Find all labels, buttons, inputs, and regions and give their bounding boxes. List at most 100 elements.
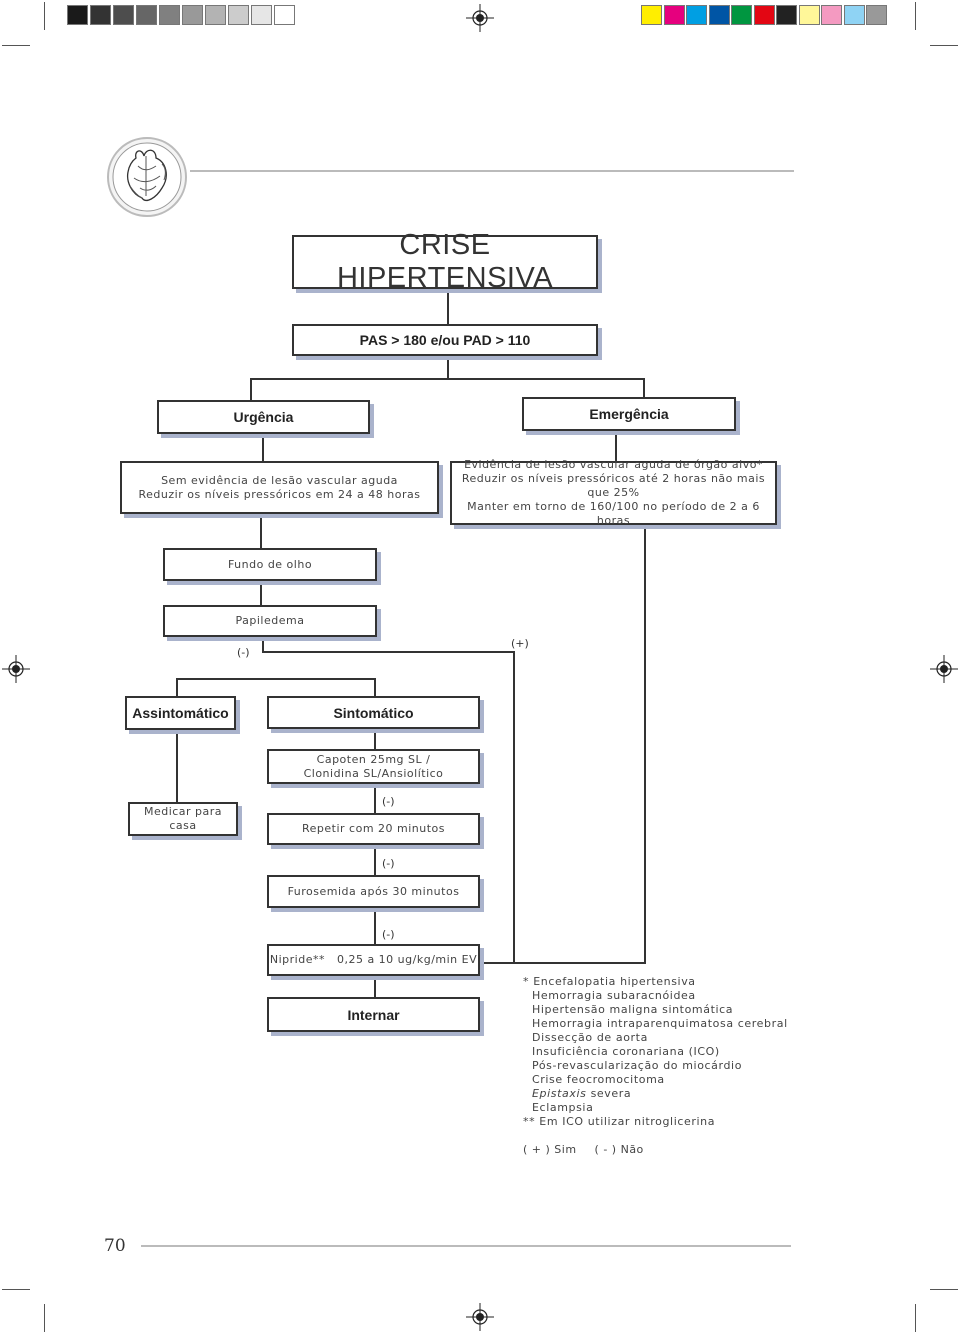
crop-mark [44,1304,45,1332]
heart-anatomy-icon [107,137,187,217]
furosemida-label: Furosemida após 30 minutos [287,884,460,898]
connector-line [250,378,252,401]
crosshair-icon [930,655,958,683]
color-swatch [663,5,685,25]
note-line: ** Em ICO utilizar nitroglicerina [523,1115,716,1128]
color-swatch [708,5,730,25]
color-swatch [136,5,157,25]
urgencia-box: Urgência [157,400,370,434]
header-rule [190,170,794,172]
crop-mark [930,45,958,46]
color-swatch [205,5,226,25]
title-box: CRISE HIPERTENSIVA [292,229,598,294]
crosshair-icon [2,655,30,683]
legend: ( + ) Sim ( - ) Não [523,1143,644,1156]
grayscale-bar [67,2,317,26]
color-swatch [866,5,887,25]
connector-line [260,514,262,549]
crop-mark [930,1289,958,1290]
capoten-line: Clonidina SL/Ansiolítico [303,766,444,780]
crosshair-icon [466,1303,494,1331]
crop-mark [915,2,916,30]
fundo-olho-box: Fundo de olho [163,548,377,581]
positive-label: (+) [511,637,529,650]
urgencia-description-box: Sem evidência de lesão vascular aguda Re… [120,461,439,514]
connector-line [615,431,617,463]
repetir-box: Repetir com 20 minutos [267,813,480,845]
crosshair-icon [466,4,494,32]
connector-line [262,637,264,651]
capoten-box: Capoten 25mg SL / Clonidina SL/Ansiolíti… [267,749,480,784]
note-rest: severa [586,1087,632,1100]
sintomatico-box: Sintomático [267,696,480,729]
connector-line [176,730,178,803]
crop-mark [44,2,45,30]
emergencia-description-box: Evidência de lesão vascular aguda de órg… [450,458,777,527]
note-line: Pós-revascularização do miocárdio [532,1059,743,1072]
capoten-line: Capoten 25mg SL / [316,752,431,766]
connector-line [643,378,645,398]
emergencia-desc-line: Reduzir os níveis pressóricos até 2 hora… [461,472,766,499]
color-swatch [90,5,111,25]
negative-label: (-) [382,795,395,808]
note-line: Hipertensão maligna sintomática [532,1003,734,1016]
urgencia-label: Urgência [233,409,294,425]
note-line: Dissecção de aorta [532,1031,648,1044]
note-line: Eclampsia [532,1101,594,1114]
note-line: Hemorragia subaracnóidea [532,989,696,1002]
connector-line [483,962,646,964]
medicar-label: Medicar para casa [143,805,223,832]
color-swatch [776,5,797,25]
negative-label: (-) [382,928,395,941]
connector-line [447,290,449,325]
assintomatico-label: Assintomático [132,705,229,721]
color-swatch [251,5,272,25]
internar-box: Internar [267,997,480,1032]
connector-line [176,678,376,680]
urgencia-desc-line: Reduzir os níveis pressóricos em 24 a 48… [138,487,421,501]
criterion-label: PAS > 180 e/ou PAD > 110 [359,332,531,348]
note-line: Crise feocromocitoma [532,1073,665,1086]
color-swatch [821,5,842,25]
urgencia-desc-line: Sem evidência de lesão vascular aguda [161,473,398,487]
color-swatch [641,5,662,25]
note-line: * Encefalopatia hipertensiva [523,975,696,988]
color-swatch [843,5,865,25]
papiledema-box: Papiledema [163,605,377,637]
color-swatch [798,5,820,25]
color-swatch [113,5,134,25]
color-swatch [67,5,88,25]
connector-line [262,651,515,653]
color-bar [641,2,893,26]
footer-rule [141,1245,791,1247]
note-line: Insuficiência coronariana (ICO) [532,1045,720,1058]
connector-line [374,729,376,750]
furosemida-box: Furosemida após 30 minutos [267,875,480,908]
emergencia-label: Emergência [589,406,669,422]
note-line: Hemorragia intraparenquimatosa cerebral [532,1017,788,1030]
nipride-label: Nipride** 0,25 a 10 ug/kg/min EV [269,953,478,966]
negative-label: (-) [382,857,395,870]
connector-line [262,434,264,462]
note-italic: Epistaxis [532,1087,587,1100]
connector-line [374,845,376,876]
legend-nao: ( - ) Não [594,1143,644,1156]
legend-sim: ( + ) Sim [523,1143,577,1156]
nipride-box: Nipride** 0,25 a 10 ug/kg/min EV [267,944,480,976]
emergencia-desc-line: Manter em torno de 160/100 no período de… [467,500,760,527]
page-number: 70 [104,1236,126,1256]
assintomatico-box: Assintomático [125,696,236,730]
connector-line [644,525,646,963]
note-line: Epistaxis severa [523,1087,788,1101]
medicar-box: Medicar para casa [128,802,238,836]
emergencia-box: Emergência [522,397,736,431]
connector-line [374,976,376,998]
crop-mark [2,45,30,46]
repetir-label: Repetir com 20 minutos [301,822,446,835]
connector-line [374,678,376,697]
emergencia-desc-line: Evidência de lesão vascular aguda de órg… [464,458,763,471]
negative-label: (-) [237,646,250,659]
sintomatico-label: Sintomático [333,704,414,721]
connector-line [260,581,262,606]
connector-line [447,356,449,379]
